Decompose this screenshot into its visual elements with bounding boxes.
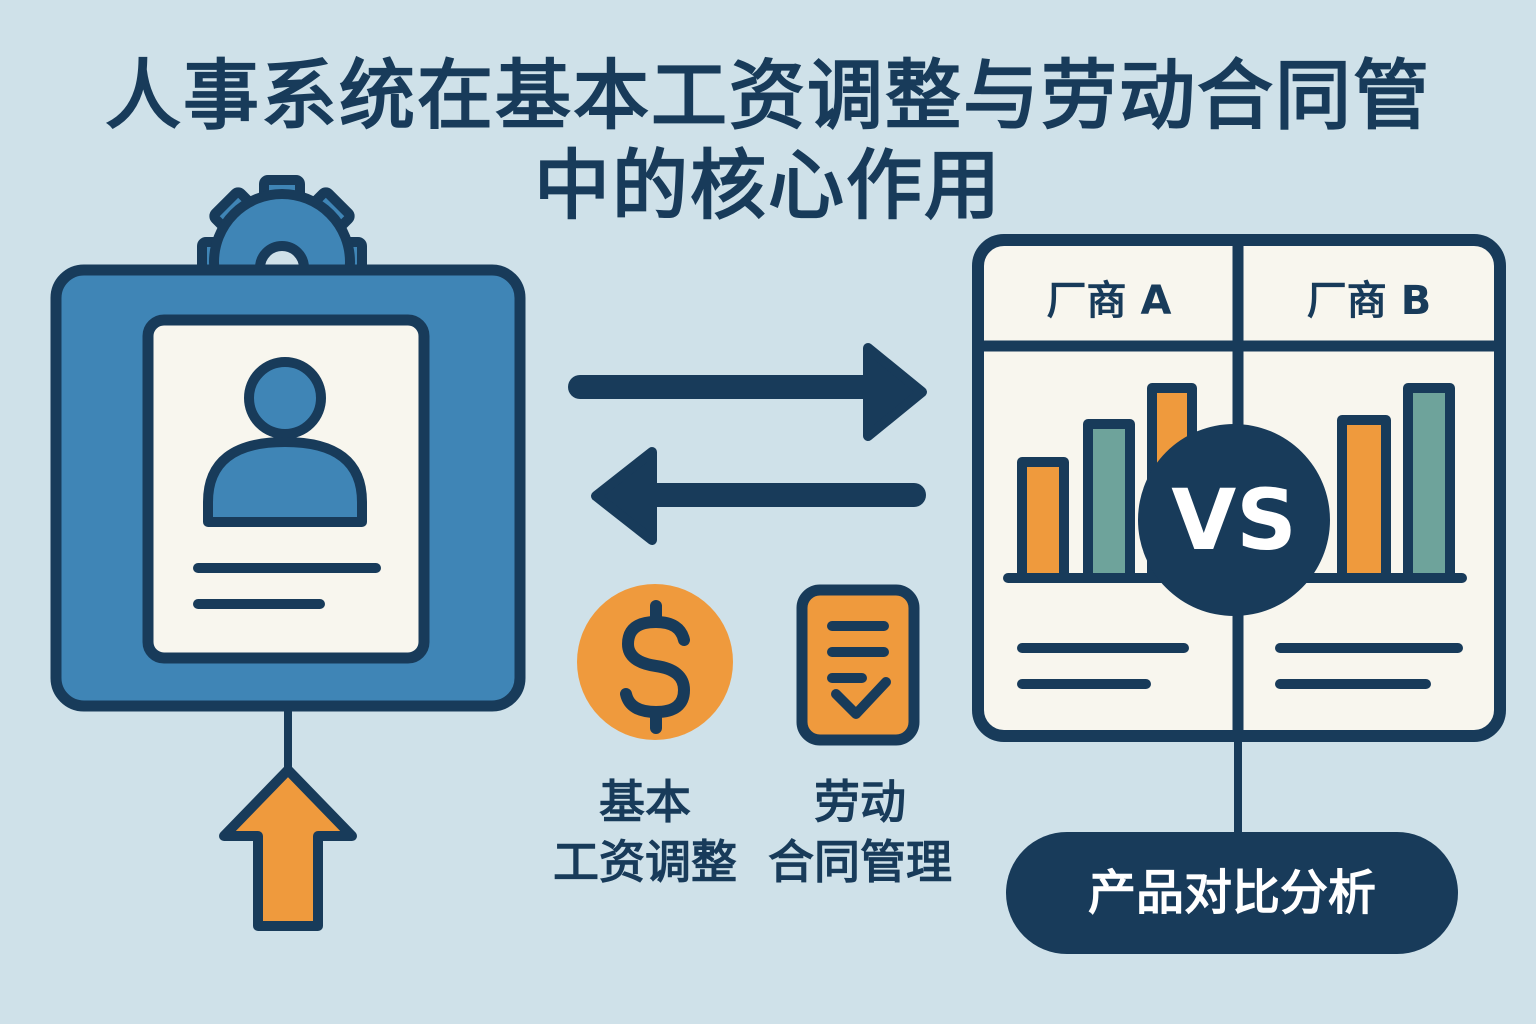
contract-label-line-2: 合同管理 [768, 835, 952, 889]
title-line-2: 中的核心作用 [534, 141, 1002, 230]
gear-icon [197, 175, 367, 335]
contract-label-line-1: 劳动 [814, 775, 906, 829]
arrow-right-icon [568, 343, 927, 441]
vs-badge [1138, 424, 1330, 616]
salary-label-line-2: 工资调整 [553, 835, 737, 889]
vendor-b-label: 厂商 B [1306, 278, 1432, 324]
arrow-left-icon [591, 447, 926, 545]
vendor-text-lines [1017, 643, 1463, 689]
profile-text-lines [193, 563, 381, 609]
product-comparison-label: 产品对比分析 [1087, 865, 1376, 921]
salary-label-line-1: 基本 [599, 775, 691, 829]
vs-label: VS [1171, 471, 1297, 569]
contract-document-icon [796, 584, 920, 746]
up-arrow-icon [219, 765, 357, 931]
dollar-coin-icon [577, 584, 733, 740]
vendor-a-label: 厂商 A [1046, 278, 1172, 324]
product-comparison-pill [1006, 832, 1458, 954]
person-icon [203, 357, 367, 527]
title-line-1: 人事系统在基本工资调整与劳动合同管 [105, 51, 1431, 140]
